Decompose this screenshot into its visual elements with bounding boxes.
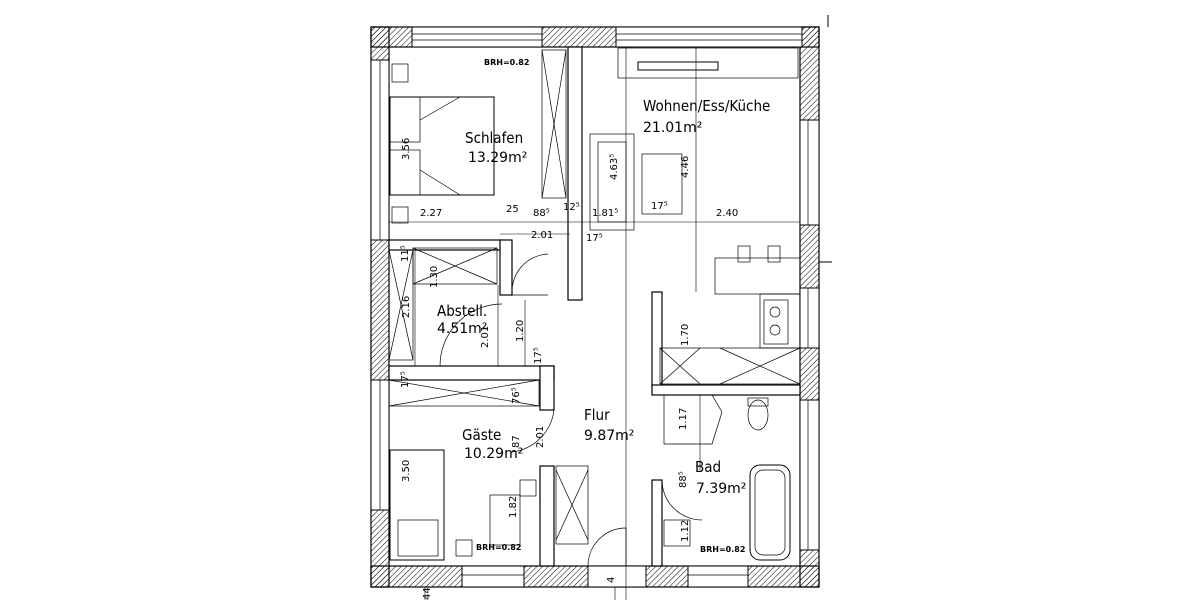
dim-label: 17⁵ [533, 347, 544, 364]
dim-label: 88⁵ [678, 471, 689, 488]
brh-label-bad: BRH=0.82 [700, 545, 745, 554]
dim-label: 1.20 [515, 320, 526, 342]
dim-label: 2.01 [480, 326, 491, 348]
room-area-bad: 7.39m² [696, 481, 746, 497]
room-area-abstell: 4.51m² [437, 321, 487, 337]
table [641, 153, 683, 215]
interior-walls [388, 46, 801, 567]
room-area-flur: 9.87m² [584, 428, 634, 444]
room-name-flur: Flur [584, 406, 610, 424]
dim-label: 1.17 [678, 408, 689, 430]
brh-label-schlafen: BRH=0.82 [484, 58, 529, 67]
double-bed [389, 96, 495, 196]
dim-label: 87 [511, 435, 522, 448]
room-area-wohnen: 21.01m² [643, 120, 702, 136]
dim-label: 88⁵ [533, 208, 550, 219]
room-name-wohnen: Wohnen/Ess/Küche [643, 97, 770, 115]
dim-label: 2.16 [401, 296, 412, 318]
dim-label: 44 [422, 587, 433, 600]
furniture [389, 47, 799, 561]
room-name-schlafen: Schlafen [465, 129, 523, 147]
dim-label: 17⁵ [651, 201, 668, 212]
dim-label: 3.50 [401, 460, 412, 482]
dimension-labels: 2.27 25 88⁵ 12⁵ 1.81⁵ 17⁵ 2.40 2.01 17⁵ … [400, 138, 738, 600]
dim-label: 12⁵ [563, 202, 580, 213]
doors [439, 253, 703, 567]
sink [663, 519, 691, 547]
dimension-lines [389, 47, 800, 600]
dim-label: 3.56 [401, 138, 412, 160]
dim-label: 17⁵ [400, 371, 411, 388]
sofa [589, 133, 635, 231]
dim-label: 25 [506, 204, 519, 215]
room-name-gaeste: Gäste [462, 426, 501, 444]
dim-label: 11⁵ [400, 245, 411, 262]
room-name-abstell: Abstell. [437, 302, 487, 320]
dim-label: 4.46 [680, 156, 691, 178]
exterior-walls [370, 15, 832, 588]
room-labels: Schlafen 13.29m² Wohnen/Ess/Küche 21.01m… [437, 97, 770, 497]
room-area-gaeste: 10.29m² [464, 446, 523, 462]
dim-label: 1.30 [429, 266, 440, 288]
shower [663, 394, 723, 445]
dim-label: 4 [606, 577, 617, 583]
dim-label: 1.82 [508, 496, 519, 518]
single-bed [389, 449, 445, 561]
dim-label: 4.63⁵ [609, 154, 620, 180]
bathtub [749, 464, 791, 561]
dim-label: 1.81⁵ [592, 208, 618, 219]
dim-label: 2.01 [531, 230, 553, 241]
brh-label-gaeste: BRH=0.82 [476, 543, 521, 552]
dim-label: 2.01 [535, 426, 546, 448]
dim-label: 76⁵ [511, 387, 522, 404]
room-name-bad: Bad [695, 458, 721, 476]
brh-labels: BRH=0.82 BRH=0.82 BRH=0.82 [476, 58, 745, 554]
room-area-schlafen: 13.29m² [468, 150, 527, 166]
dim-label: 17⁵ [586, 233, 603, 244]
dim-label: 2.40 [716, 208, 738, 219]
dim-label: 1.12 [680, 520, 691, 542]
dim-label: 1.70 [680, 324, 691, 346]
dim-label: 2.27 [420, 208, 442, 219]
toilet [747, 399, 769, 431]
